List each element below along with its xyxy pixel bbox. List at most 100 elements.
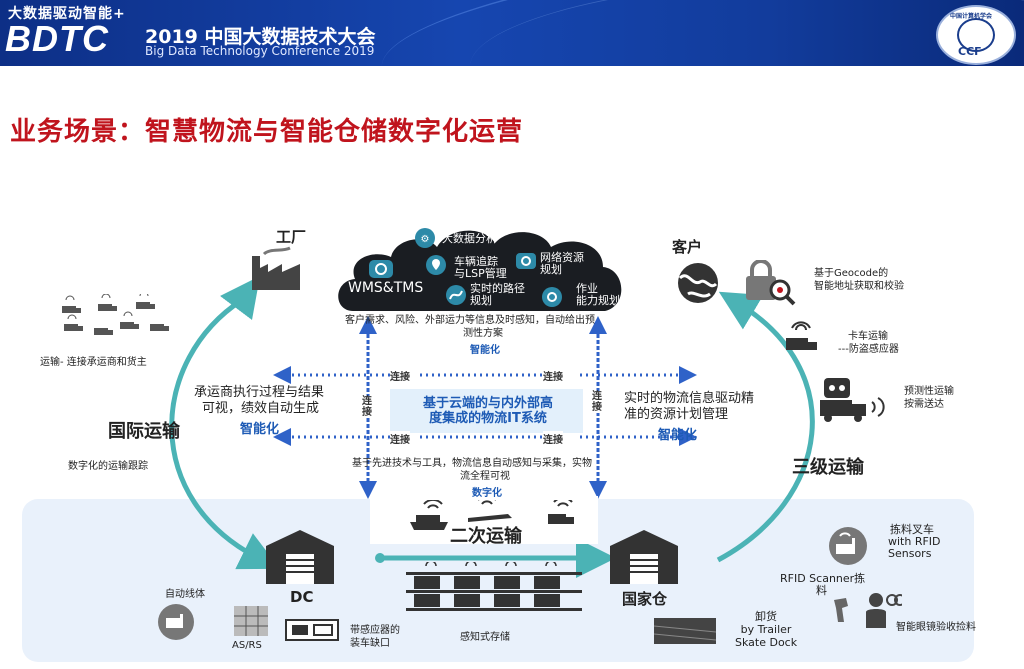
trucks-network-icon: [62, 294, 169, 335]
unload-3: Skate Dock: [735, 636, 798, 649]
center-bottom-desc: 基于先进技术与工具，物流信息自动感知与采集，实物 流全程可视: [352, 457, 632, 483]
tertiary-arc: [716, 291, 815, 563]
right-desc-2: 准的资源计划管理: [624, 407, 729, 422]
dc-warehouse-icon: [266, 530, 334, 584]
tertiary-label: 三级运输: [792, 457, 864, 478]
asrs-label: AS/RS: [232, 640, 262, 651]
conference-header: [0, 0, 1024, 66]
forklift-1: 拣料叉车: [890, 523, 934, 536]
transport-label: 运输- 连接承运商和货主: [40, 357, 147, 368]
international-arc: [169, 297, 280, 570]
right-desc: 实时的物流信息驱动精 准的资源计划管理: [624, 391, 754, 423]
forklift-3: Sensors: [888, 547, 932, 560]
storage-label: 感知式存储: [460, 632, 510, 643]
arc-head: [220, 276, 260, 320]
ccf-top-text: 中国计算机学会: [950, 13, 993, 20]
slide-title: 业务场景：智慧物流与智能仓储数字化运营: [10, 117, 524, 147]
center-top-desc-1: 客户需求、风险、外部运力等信息及时感知，自动给出预: [345, 315, 595, 326]
forklift-2: with RFID: [888, 535, 941, 548]
center-top-desc: 客户需求、风险、外部运力等信息及时感知，自动给出预 测性方案: [345, 314, 635, 340]
left-desc-1: 承运商执行过程与结果: [194, 385, 325, 400]
dock-1: 带感应器的: [350, 625, 400, 636]
svg-text:⚙: ⚙: [421, 234, 430, 245]
asrs-icon: [234, 606, 268, 636]
truck-1: 卡车运输: [848, 331, 888, 342]
unload-1: 卸货: [755, 610, 778, 623]
bdtc-logo: BDTC: [5, 18, 109, 59]
cloud-label-network: 网络资源 规划: [540, 252, 584, 276]
connect-label-vertical: 连接: [592, 391, 604, 413]
dc-label: DC: [290, 588, 314, 606]
tracking-label: 数字化的运输跟踪: [68, 461, 148, 472]
rfid-forklift-icon: [829, 527, 867, 565]
route-icon: [446, 285, 466, 305]
connect-label: 连接: [543, 431, 563, 446]
core-system-1: 基于云端的与内外部高: [422, 396, 553, 411]
geocode-2: 智能地址获取和校验: [814, 281, 904, 292]
glasses-label: 智能眼镜验收捡料: [896, 622, 976, 633]
location-icon: [426, 255, 446, 275]
right-tag: 智能化: [658, 428, 698, 443]
geocode-lock-icon: [746, 260, 796, 306]
auto-forklift-icon: [158, 604, 194, 640]
customer-globe-icon: [678, 263, 718, 303]
analytics-icon: ⚙: [415, 228, 435, 248]
cloud-label-tracking-1: 车辆追踪: [454, 255, 498, 268]
factory-icon: [252, 246, 300, 290]
cloud-label-tracking: 车辆追踪 与LSP管理: [454, 256, 507, 280]
scanner-1: RFID Scanner拣: [780, 572, 866, 585]
conference-title: 2019 中国大数据技术大会: [145, 26, 376, 48]
truck-2: ---防盗感应器: [838, 344, 899, 355]
ccf-text: CCF: [958, 45, 982, 58]
connect-label: 连接: [390, 431, 410, 446]
dock-2: 装车缺口: [350, 638, 390, 649]
right-desc-1: 实时的物流信息驱动精: [624, 391, 755, 406]
center-bottom-desc-1: 基于先进技术与工具，物流信息自动感知与采集，实物: [352, 458, 592, 469]
center-top-desc-2: 测性方案: [463, 328, 503, 339]
cloud-label-network-2: 规划: [540, 263, 562, 276]
forklift-text: 拣料叉车 with RFID Sensors: [888, 524, 941, 560]
cloud-label-network-1: 网络资源: [540, 251, 584, 264]
connect-label: 连接: [543, 368, 563, 383]
center-top-tag: 智能化: [470, 345, 500, 356]
dock-text: 带感应器的 装车缺口: [350, 624, 400, 650]
center-bottom-desc-2: 流全程可视: [460, 471, 510, 482]
predict-2: 按需送达: [904, 399, 944, 410]
capacity-gear-icon: [542, 287, 562, 307]
core-system-2: 度集成的物流IT系统: [429, 411, 547, 426]
trailer-skate-dock-icon: [654, 618, 716, 644]
auto-line-label: 自动线体: [165, 589, 205, 600]
cloud-label-route-1: 实时的路径: [470, 282, 525, 295]
geocode-text: 基于Geocode的 智能地址获取和校验: [814, 267, 904, 293]
cloud-label-route: 实时的路径 规划: [470, 283, 525, 307]
scanner-text: RFID Scanner拣 料: [780, 573, 865, 597]
customer-label: 客户: [672, 238, 703, 256]
cloud-label-capacity: 作业 能力规划: [576, 283, 620, 307]
cloud-label-capacity-1: 作业: [576, 282, 598, 295]
left-desc: 承运商执行过程与结果 可视，绩效自动生成: [194, 385, 324, 417]
ccf-emblem: [957, 18, 995, 52]
cloud-label-tracking-2: 与LSP管理: [454, 267, 507, 280]
smart-storage-rack-icon: [406, 562, 582, 611]
left-desc-2: 可视，绩效自动生成: [202, 401, 320, 416]
international-label: 国际运输: [108, 421, 180, 442]
smart-glasses-icon: [866, 593, 902, 628]
secondary-label: 二次运输: [450, 526, 522, 547]
core-system-text: 基于云端的与内外部高 度集成的物流IT系统: [398, 396, 578, 426]
truck-sensor-icon: [786, 321, 817, 350]
national-label: 国家仓: [622, 590, 668, 608]
core-system-box: [390, 389, 583, 433]
predict-1: 预测性运输: [904, 386, 954, 397]
header-tagline: 大数据驱动智能+: [8, 6, 126, 22]
unload-2: by Trailer: [740, 623, 792, 636]
cloud-label-main: WMS&TMS: [348, 280, 424, 296]
center-bottom-tag: 数字化: [472, 488, 502, 499]
network-icon: [516, 253, 536, 269]
factory-label: 工厂: [276, 228, 307, 246]
connect-label: 连接: [390, 368, 410, 383]
national-warehouse-icon: [610, 530, 678, 584]
connect-label-vertical: 连接: [362, 396, 374, 418]
wms-icon: [369, 260, 393, 278]
rfid-scanner-icon: [834, 598, 848, 622]
